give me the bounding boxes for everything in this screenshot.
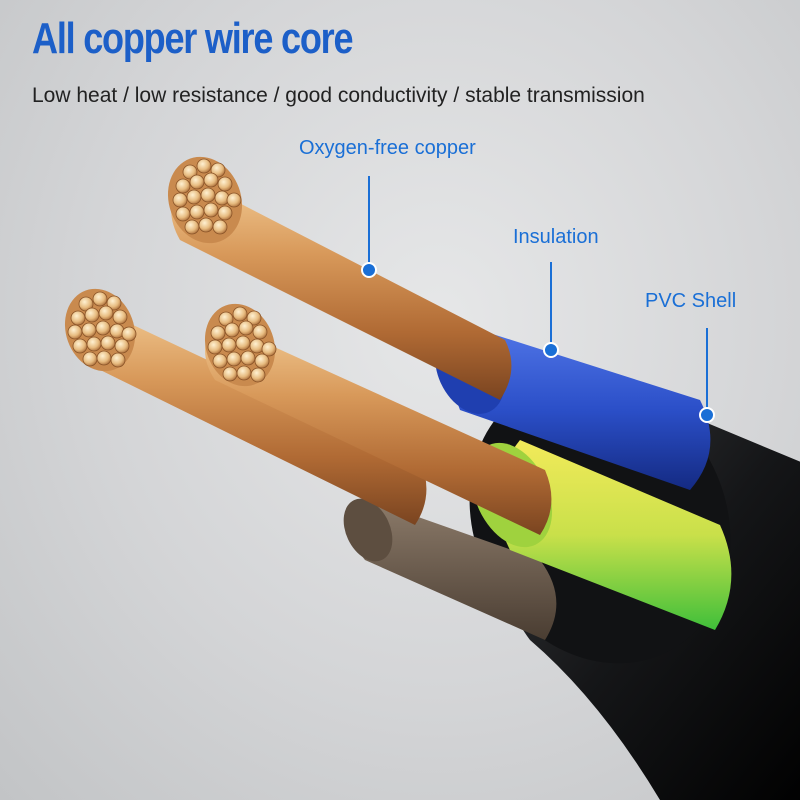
insulation-marker-dot (543, 342, 559, 358)
brown-insulated-core (343, 498, 557, 640)
shell-marker-dot (699, 407, 715, 423)
feature-line: Low heat / low resistance / good conduct… (32, 84, 645, 107)
headline: All copper wire core (32, 14, 354, 63)
callout-leaders (368, 176, 708, 415)
callout-oxygen-free-copper: Oxygen-free copper (299, 137, 476, 159)
strand-ends (67, 158, 277, 383)
callout-insulation: Insulation (513, 226, 599, 248)
callout-pvc-shell: PVC Shell (645, 290, 737, 312)
conductor-marker-dot (361, 262, 377, 278)
